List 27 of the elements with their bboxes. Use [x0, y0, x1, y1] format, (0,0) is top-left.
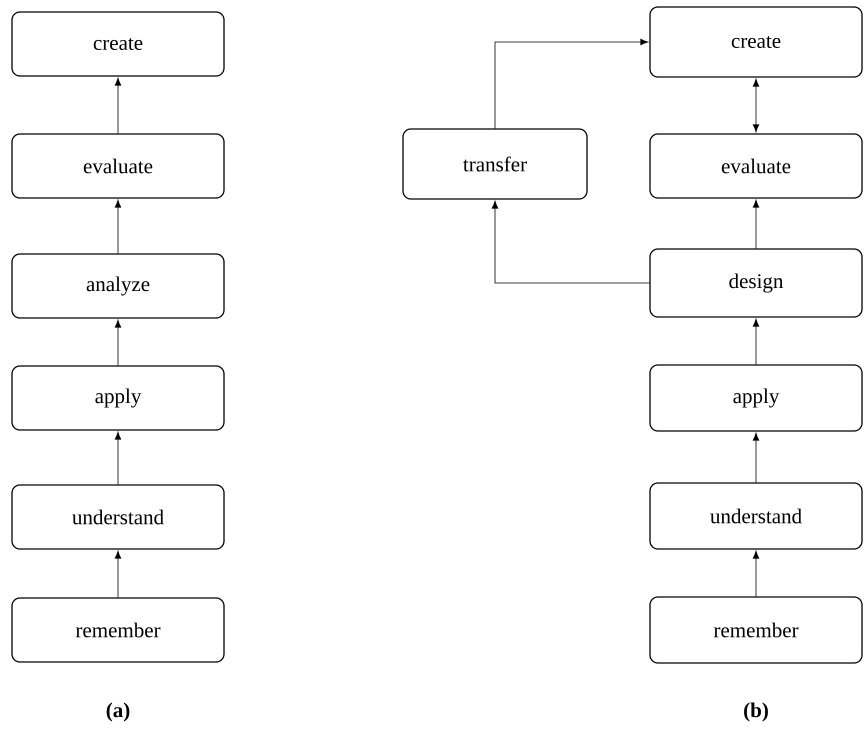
arrow [752, 78, 760, 132]
process-box: analyze [11, 253, 225, 319]
process-box: create [11, 11, 225, 77]
arrow [752, 318, 760, 365]
process-box: transfer [402, 128, 588, 200]
arrow [114, 320, 122, 366]
process-box: evaluate [11, 133, 225, 199]
process-box: design [649, 248, 863, 318]
process-box: apply [11, 365, 225, 431]
arrow [492, 200, 650, 284]
process-box: remember [11, 597, 225, 663]
arrow [114, 432, 122, 485]
arrow [752, 550, 760, 597]
process-box: understand [11, 484, 225, 550]
arrow [114, 550, 122, 598]
panel-label: (a) [106, 702, 130, 722]
process-box: understand [649, 482, 863, 550]
process-box: apply [649, 364, 863, 432]
arrow [752, 200, 760, 249]
arrow [752, 432, 760, 483]
process-box: create [649, 6, 863, 78]
arrow [114, 78, 122, 134]
arrow [114, 200, 122, 254]
process-box: remember [649, 596, 863, 664]
process-box: evaluate [649, 133, 863, 199]
arrow [494, 38, 648, 129]
panel-label: (b) [744, 702, 768, 722]
